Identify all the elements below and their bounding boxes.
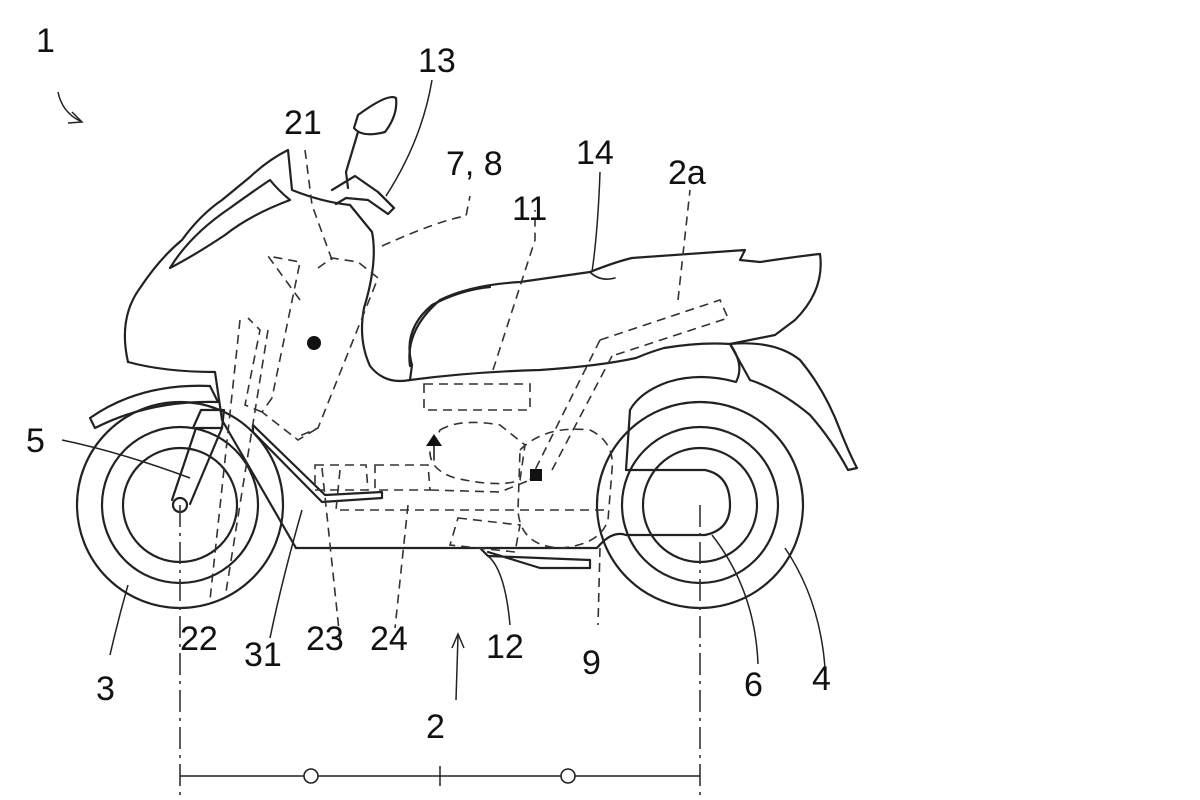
label-12: 12 [486,628,524,666]
label-7-8: 7, 8 [446,145,503,183]
front-fork [170,408,226,506]
label-22: 22 [180,620,218,658]
label-3: 3 [96,670,115,708]
rear-fender [728,342,859,472]
label-14: 14 [576,134,614,172]
cowl-lower [126,360,298,550]
label-24: 24 [370,620,408,658]
seat [408,248,822,368]
triangle-marker [426,434,442,446]
label-21: 21 [284,104,322,142]
front-cowl [123,148,492,383]
swing-arm [624,468,732,537]
label-4: 4 [812,660,831,698]
square-marker [530,469,542,481]
brake-pedal [251,423,384,504]
leader-lines [57,79,826,701]
label-2a: 2a [668,154,706,192]
label-1: 1 [36,22,55,60]
front-fender [88,384,220,430]
label-6: 6 [744,666,763,704]
label-9: 9 [582,644,601,682]
mirror-handlebar [330,96,398,216]
windscreen [168,178,292,270]
reference-labels: 1 13 21 7, 8 14 2a 11 5 22 31 23 24 12 9… [26,22,831,746]
side-panel [408,342,741,472]
hidden-components [209,149,730,641]
dimension-line [179,505,701,800]
label-11: 11 [512,190,547,228]
label-31: 31 [244,636,282,674]
label-2: 2 [426,708,445,746]
floor-board [294,546,592,570]
circle-marker [307,336,321,350]
label-5: 5 [26,422,45,460]
label-23: 23 [306,620,344,658]
label-13: 13 [418,42,456,80]
